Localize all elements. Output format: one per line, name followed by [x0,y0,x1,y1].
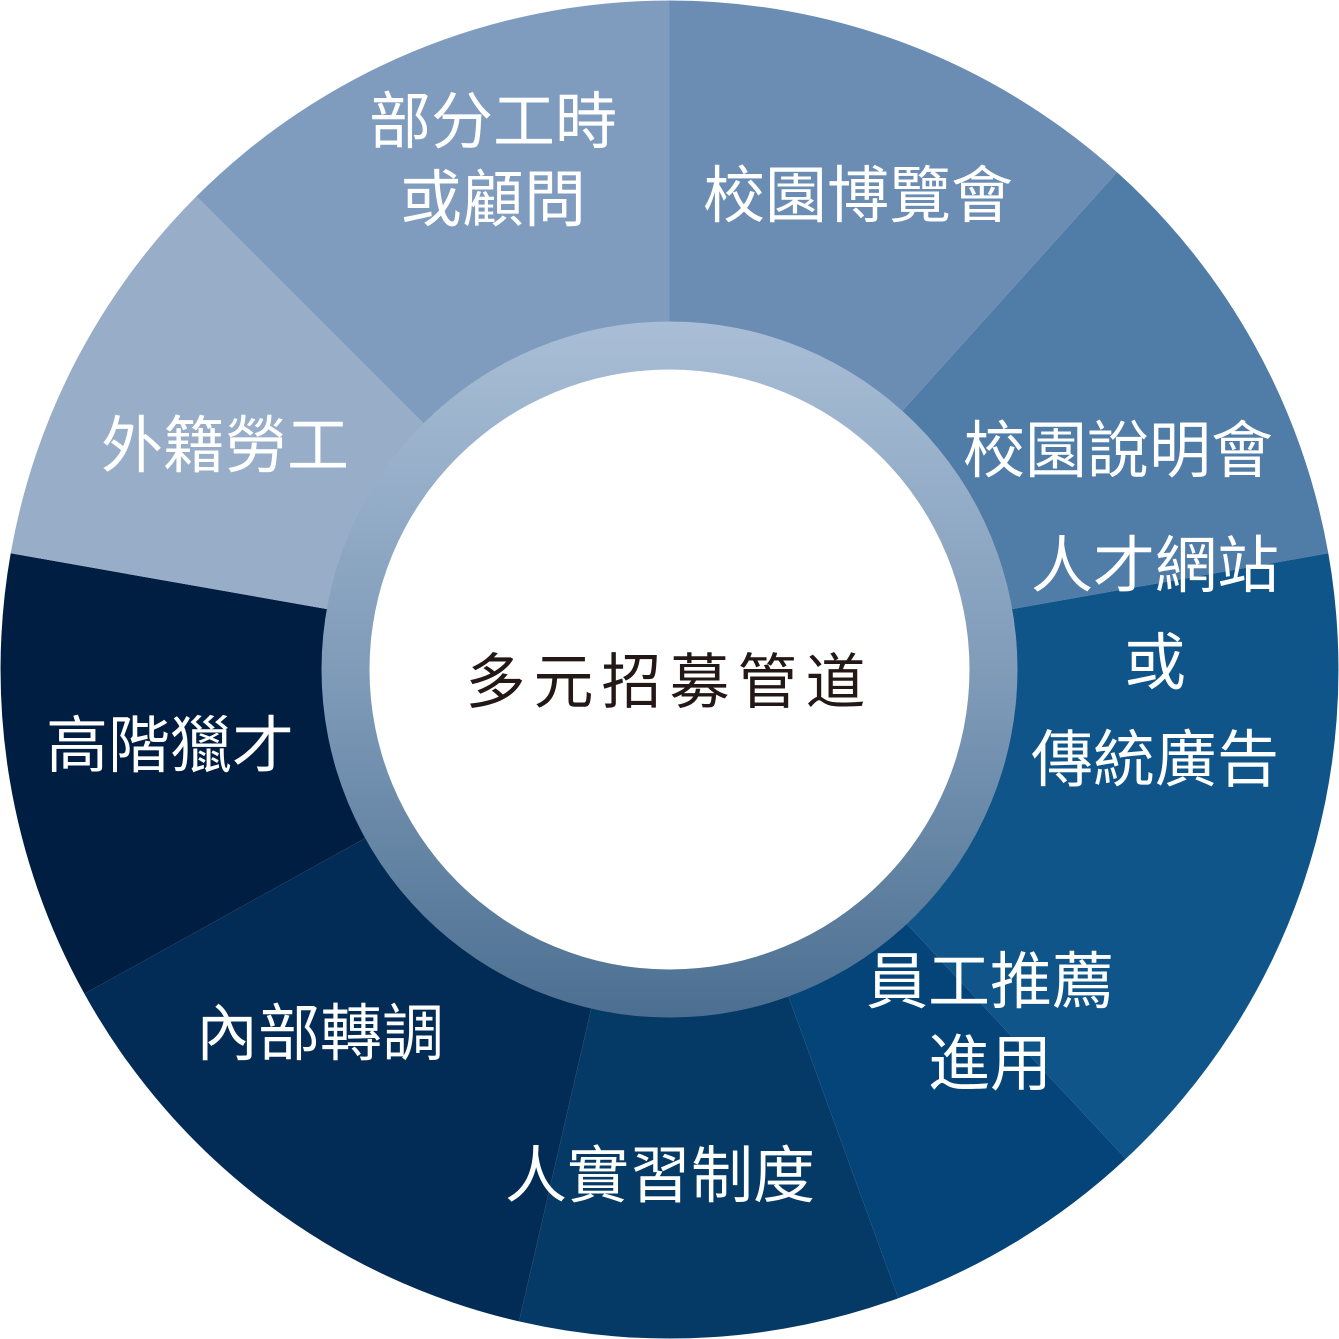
segment-label-campus-fair: 校園博覽會 [703,159,1013,232]
segment-label-foreign-labor: 外籍勞工 [101,409,349,482]
segment-label-line: 或顧問 [400,163,586,236]
segment-label-employee-referral: 員工推薦進用 [866,945,1114,1100]
segment-label-line: 或 [1124,626,1186,699]
segment-label-line: 傳統廣告 [1031,723,1279,796]
segment-label-line: 校園說明會 [963,414,1273,487]
segment-label-line: 員工推薦 [866,945,1114,1018]
center-title: 多元招募管道 [466,648,874,718]
segment-label-internship: 人實習制度 [505,1139,815,1212]
segment-label-job-website: 人才網站或傳統廣告 [1031,529,1279,796]
segment-label-headhunting: 高階獵才 [46,709,294,782]
segment-label-internal-transfer: 內部轉調 [196,997,444,1070]
segment-label-line: 高階獵才 [46,709,294,782]
segment-label-part-time: 部分工時或顧問 [369,85,617,236]
segment-label-line: 人實習制度 [505,1139,815,1212]
segment-label-line: 進用 [928,1027,1052,1100]
center-disc [369,369,970,970]
segment-label-line: 校園博覽會 [703,159,1013,232]
segment-label-line: 內部轉調 [196,997,444,1070]
segment-label-line: 部分工時 [369,85,617,158]
segment-label-campus-briefing: 校園說明會 [963,414,1273,487]
segment-label-line: 人才網站 [1031,529,1279,602]
segment-label-line: 外籍勞工 [101,409,349,482]
